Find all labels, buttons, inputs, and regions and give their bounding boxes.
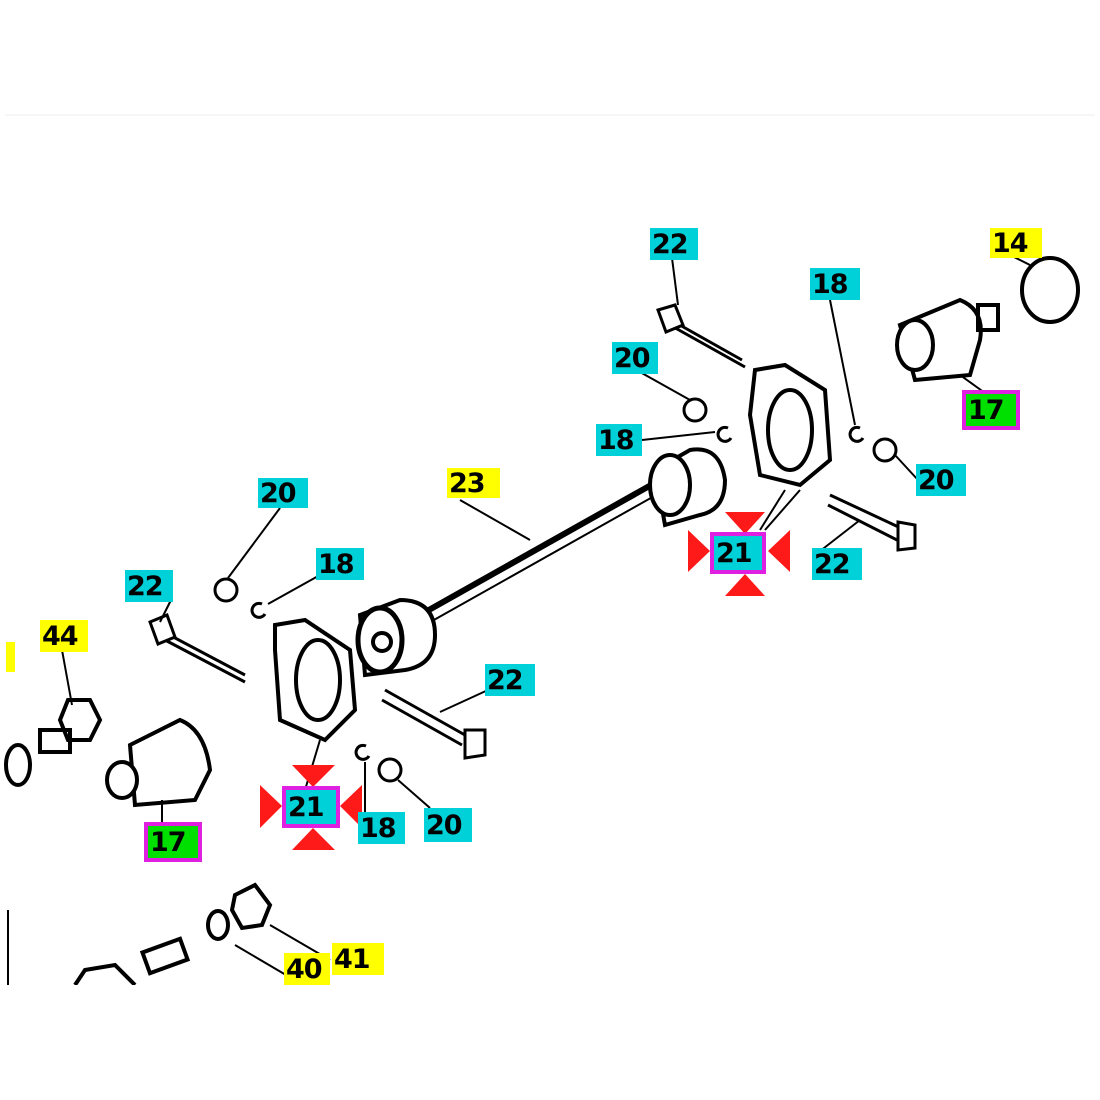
callout-fragment	[6, 642, 15, 672]
callout-18[interactable]: 18	[316, 548, 364, 580]
callout-41[interactable]: 41	[332, 943, 384, 975]
callout-22[interactable]: 22	[485, 664, 535, 696]
callout-18[interactable]: 18	[810, 268, 860, 300]
callout-22[interactable]: 22	[812, 548, 862, 580]
callout-44[interactable]: 44	[40, 620, 88, 652]
callout-22[interactable]: 22	[650, 228, 698, 260]
callout-23[interactable]: 23	[447, 468, 500, 498]
callout-14[interactable]: 14	[990, 228, 1042, 258]
callout-21-selected[interactable]: 21	[710, 532, 766, 574]
shaft-part-23	[355, 447, 728, 678]
callout-20[interactable]: 20	[258, 478, 308, 508]
nuts-and-clips	[213, 299, 919, 818]
callout-17-highlighted[interactable]: 17	[144, 822, 202, 862]
callout-22[interactable]: 22	[125, 570, 173, 602]
callout-17-highlighted[interactable]: 17	[962, 390, 1020, 430]
callout-40[interactable]: 40	[284, 953, 330, 985]
image-bottom-margin	[0, 985, 1100, 1100]
selection-marker-21-right	[688, 512, 790, 596]
callout-21-selected[interactable]: 21	[282, 786, 340, 828]
callout-20[interactable]: 20	[424, 808, 472, 842]
callout-18[interactable]: 18	[358, 812, 405, 844]
callout-20[interactable]: 20	[916, 464, 966, 496]
bolt-part-22	[148, 257, 917, 760]
clamp-part-21	[273, 362, 833, 791]
callout-20[interactable]: 20	[612, 342, 658, 374]
housing-parts	[4, 254, 1080, 987]
selection-marker-21-left	[260, 765, 362, 850]
callout-18[interactable]: 18	[596, 424, 642, 456]
